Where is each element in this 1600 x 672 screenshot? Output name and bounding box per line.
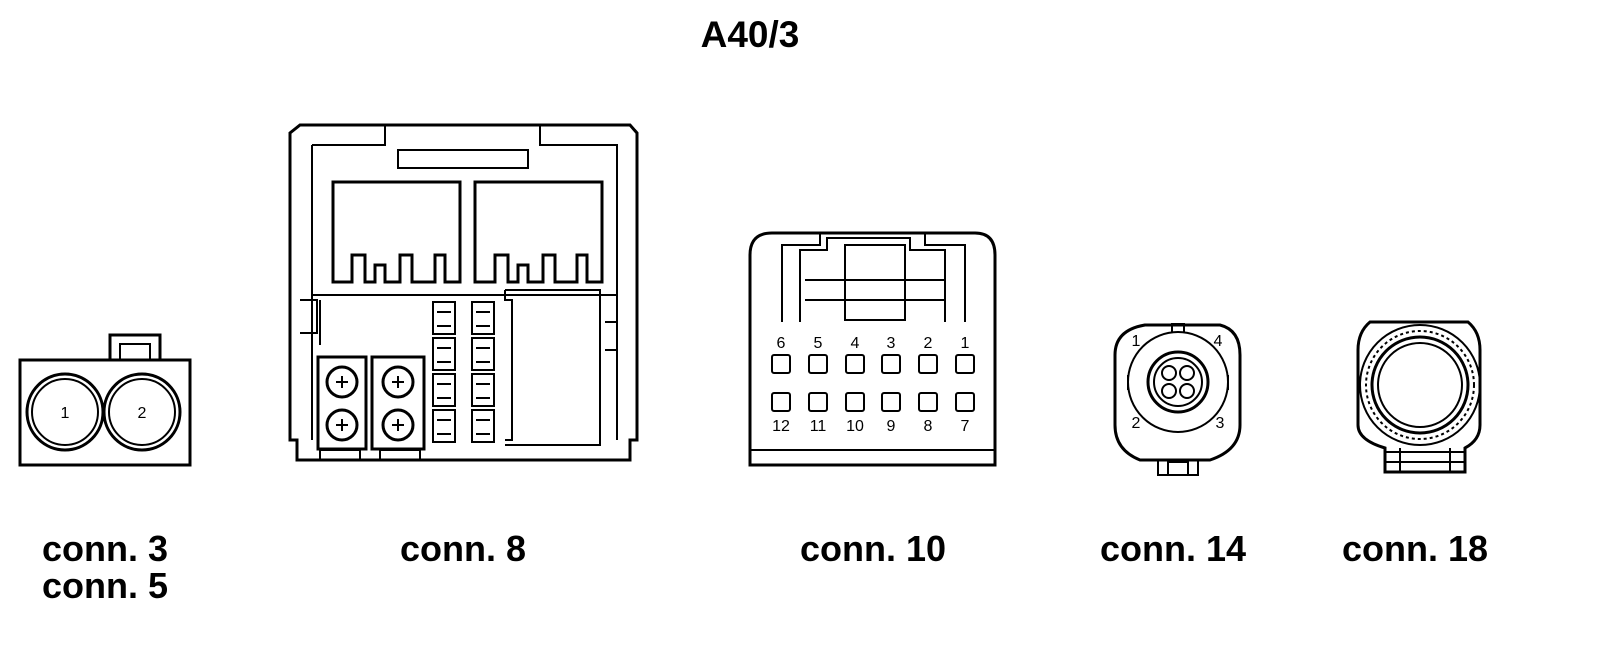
diagram-title: A40/3 — [700, 14, 800, 55]
conn10-pin-label: 10 — [846, 418, 864, 435]
conn10-pin-label: 7 — [961, 418, 970, 435]
conn10-pin-label: 1 — [961, 335, 970, 352]
conn10-pin-label: 4 — [851, 335, 860, 352]
conn14-pin-1-label: 1 — [1132, 333, 1141, 350]
connector-8-drawing — [288, 123, 639, 462]
conn10-pin-label: 6 — [777, 335, 786, 352]
conn10-pin-label: 3 — [887, 335, 896, 352]
connector-10-label: conn. 10 — [800, 528, 947, 569]
connector-14-drawing — [1113, 323, 1242, 476]
connector-18-drawing — [1356, 320, 1482, 474]
conn10-pin-label: 12 — [772, 418, 790, 435]
conn10-pin-label: 11 — [810, 418, 827, 435]
connector-10-drawing — [748, 231, 997, 467]
conn10-pin-label: 9 — [887, 418, 896, 435]
conn10-pin-label: 8 — [924, 418, 933, 435]
connector-10-pin-row-bottom — [771, 392, 975, 412]
conn10-pin-label: 2 — [924, 335, 933, 352]
connector-3-label: conn. 3 — [42, 528, 169, 569]
connector-10-pin-row-top — [771, 354, 975, 374]
connector-3-5-drawing — [18, 333, 192, 467]
connector-14-label: conn. 14 — [1100, 528, 1247, 569]
conn14-pin-4-label: 4 — [1214, 333, 1223, 350]
connector-18-label: conn. 18 — [1342, 528, 1489, 569]
connector-5-label: conn. 5 — [42, 565, 169, 606]
connector-8-label: conn. 8 — [400, 528, 527, 569]
conn10-pin-label: 5 — [814, 335, 823, 352]
conn3-pin-1-label: 1 — [61, 405, 70, 422]
conn14-pin-2-label: 2 — [1132, 415, 1141, 432]
conn3-pin-2-label: 2 — [138, 405, 147, 422]
conn14-pin-3-label: 3 — [1216, 415, 1225, 432]
